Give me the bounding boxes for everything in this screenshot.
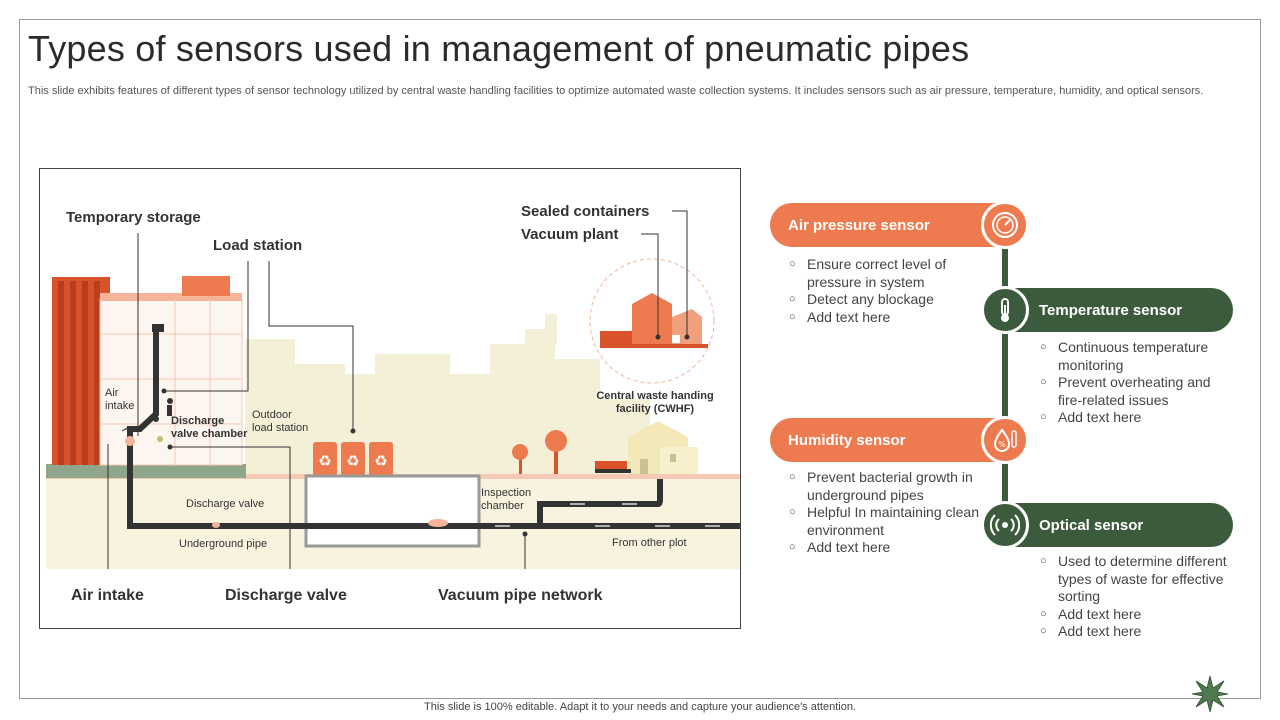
label-vacuum-pipe-network: Vacuum pipe network — [438, 587, 603, 604]
slide-frame — [19, 19, 1261, 699]
label-temporary-storage: Temporary storage — [66, 209, 201, 226]
timeline-connector — [1002, 248, 1008, 502]
list-item: Add text here — [789, 309, 979, 327]
sensor-bullets-air-pressure: Ensure correct level of pressure in syst… — [789, 256, 979, 326]
list-item: Add text here — [1040, 606, 1245, 624]
optical-signal-icon — [981, 501, 1029, 549]
list-item: Continuous temperature monitoring — [1040, 339, 1220, 374]
list-item: Helpful In maintaining clean environment — [789, 504, 989, 539]
label-air-intake: Air intake — [71, 587, 144, 604]
page-subtitle: This slide exhibits features of differen… — [28, 85, 1204, 97]
sensor-bullets-humidity: Prevent bacterial growth in underground … — [789, 469, 989, 557]
discharge-valve-chamber — [157, 436, 163, 442]
svg-text:♻: ♻ — [346, 452, 359, 470]
pneumatic-system-diagram: ♻ ♻ ♻ — [39, 168, 741, 629]
sensor-pill-temperature: Temperature sensor — [990, 288, 1233, 332]
label-underground-pipe: Underground pipe — [179, 538, 268, 550]
list-item: Add text here — [789, 539, 989, 557]
svg-text:♻: ♻ — [374, 452, 387, 470]
page-title: Types of sensors used in management of p… — [28, 28, 970, 69]
gauge-icon — [981, 201, 1029, 249]
pipe-cap — [152, 324, 164, 332]
list-item: Prevent bacterial growth in underground … — [789, 469, 989, 504]
sensor-pill-optical: Optical sensor — [990, 503, 1233, 547]
label-discharge-valve-small: Discharge valve — [186, 498, 265, 510]
footer-note: This slide is 100% editable. Adapt it to… — [424, 701, 856, 713]
label-load-station: Load station — [213, 237, 303, 254]
sensor-pill-humidity: Humidity sensor — [770, 418, 1020, 462]
list-item: Ensure correct level of pressure in syst… — [789, 256, 979, 291]
inspection-chamber-box — [304, 474, 481, 548]
star-icon — [1191, 675, 1229, 713]
waste-pellet — [428, 519, 448, 527]
person-icon — [167, 398, 173, 416]
diagram-illustration: ♻ ♻ ♻ — [46, 210, 740, 569]
flow-arrows — [495, 503, 720, 527]
sensor-pill-air-pressure: Air pressure sensor — [770, 203, 1020, 247]
label-discharge-valve: Discharge valve — [225, 587, 347, 604]
label-from-other-plot: From other plot — [612, 537, 687, 549]
cwhf-building — [595, 421, 698, 474]
label-sealed-containers: Sealed containers — [521, 203, 650, 220]
list-item: Prevent overheating and fire-related iss… — [1040, 374, 1220, 409]
humidity-icon: % — [981, 416, 1029, 464]
list-item: Add text here — [1040, 409, 1220, 427]
sensor-bullets-temperature: Continuous temperature monitoring Preven… — [1040, 339, 1220, 427]
sensor-bullets-optical: Used to determine different types of was… — [1040, 553, 1245, 641]
trees — [512, 430, 567, 474]
svg-text:♻: ♻ — [318, 452, 331, 470]
air-intake-element — [125, 436, 135, 446]
list-item: Used to determine different types of was… — [1040, 553, 1245, 606]
svg-text:%: % — [998, 440, 1006, 449]
thermometer-icon — [981, 286, 1029, 334]
label-vacuum-plant: Vacuum plant — [521, 226, 619, 243]
storage-building — [99, 276, 243, 466]
list-item: Detect any blockage — [789, 291, 979, 309]
list-item: Add text here — [1040, 623, 1245, 641]
leader-lines — [107, 210, 688, 569]
leader-dots — [161, 334, 690, 537]
grass-strip — [46, 464, 246, 478]
